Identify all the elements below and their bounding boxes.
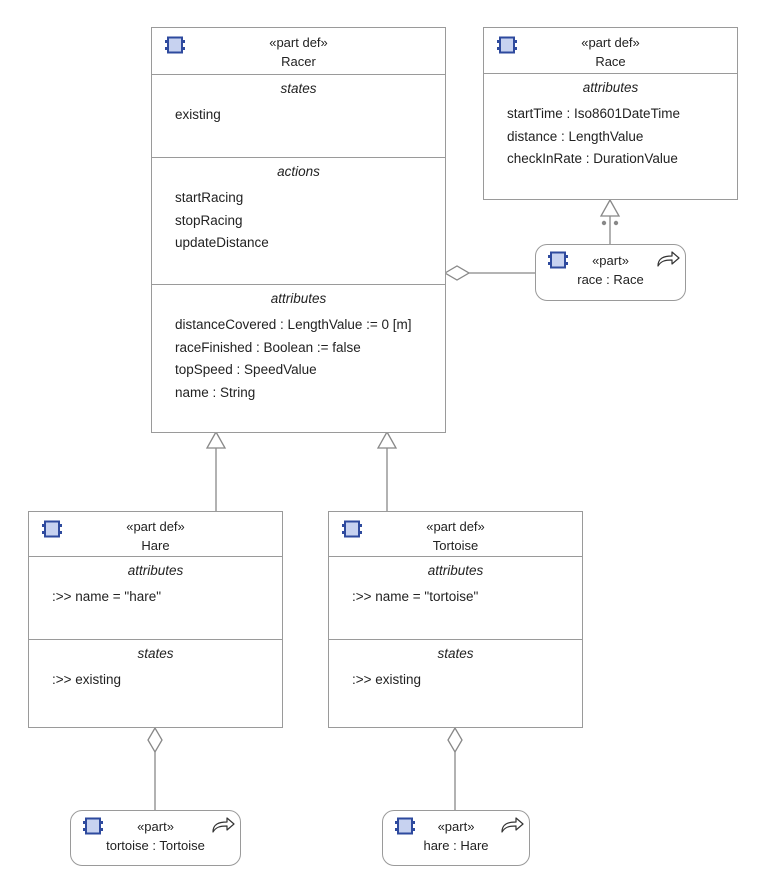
hare-generalization-arrow [205, 430, 227, 449]
attribute-item[interactable]: name : String [175, 384, 256, 400]
hare-part-def[interactable]: «part def» Hare attributes :>> name = "h… [28, 511, 283, 728]
tortoise-name: Tortoise [432, 538, 479, 553]
action-item[interactable]: stopRacing [175, 212, 243, 228]
tortoise-part-name: tortoise : Tortoise [106, 838, 205, 853]
action-item[interactable]: updateDistance [175, 235, 269, 250]
part-icon [547, 251, 569, 269]
attribute-item[interactable]: topSpeed : SpeedValue [175, 362, 317, 377]
attribute-item[interactable]: :>> name = "hare" [52, 589, 162, 604]
part-def-icon [496, 36, 518, 54]
section-title: attributes [582, 80, 639, 95]
hare-attributes-section: attributes :>> name = "hare" [29, 556, 282, 639]
part-def-icon [164, 36, 186, 54]
racer-stereotype: «part def» [269, 35, 328, 50]
racer-part-def[interactable]: «part def» Racer states existing actions… [151, 27, 446, 433]
tortoise-states-section: states :>> existing [329, 639, 582, 727]
race-name: Race [595, 54, 626, 69]
race-definition-arrow [599, 198, 621, 217]
race-part-def[interactable]: «part def» Race attributes startTime : I… [483, 27, 738, 200]
hare-states-section: states :>> existing [29, 639, 282, 727]
section-title: attributes [427, 563, 484, 578]
state-item[interactable]: existing [175, 107, 221, 122]
hare-part-name: hare : Hare [423, 838, 489, 853]
hare-name: Hare [141, 538, 170, 553]
tortoise-header: «part def» Tortoise [329, 512, 582, 556]
racer-states-section: states existing [152, 74, 445, 157]
race-part-stereotype: «part» [592, 253, 629, 268]
section-title: states [437, 646, 474, 661]
section-title: attributes [127, 563, 184, 578]
section-title: actions [277, 164, 320, 179]
hare-part-header: «part» hare : Hare [383, 811, 529, 855]
state-item[interactable]: :>> existing [52, 672, 122, 687]
part-def-icon [341, 520, 363, 538]
reference-arrow-icon [500, 817, 524, 833]
attribute-item[interactable]: distance : LengthValue [507, 128, 644, 144]
racer-actions-section: actions startRacing stopRacing updateDis… [152, 157, 445, 284]
action-item[interactable]: startRacing [175, 190, 244, 205]
race-attributes-section: attributes startTime : Iso8601DateTime d… [484, 73, 737, 199]
reference-arrow-icon [211, 817, 235, 833]
racer-attributes-section: attributes distanceCovered : LengthValue… [152, 284, 445, 432]
tortoise-composition-diamond [447, 726, 463, 754]
attribute-item[interactable]: checkInRate : DurationValue [507, 151, 678, 166]
race-part-name: race : Race [577, 272, 644, 287]
race-header: «part def» Race [484, 28, 737, 73]
definition-dot-left [601, 220, 607, 226]
section-title: states [280, 81, 317, 96]
race-part-usage[interactable]: «part» race : Race [535, 244, 686, 301]
hare-part-stereotype: «part» [437, 819, 475, 834]
racer-name: Racer [281, 54, 316, 69]
tortoise-part-usage[interactable]: «part» tortoise : Tortoise [70, 810, 241, 866]
hare-stereotype: «part def» [126, 519, 185, 534]
racer-header: «part def» Racer [152, 28, 445, 74]
tortoise-part-stereotype: «part» [137, 819, 174, 834]
reference-arrow-icon [656, 251, 680, 267]
attribute-item[interactable]: raceFinished : Boolean := false [175, 339, 361, 355]
part-icon [82, 817, 104, 835]
attribute-item[interactable]: :>> name = "tortoise" [352, 589, 479, 604]
race-stereotype: «part def» [581, 35, 640, 50]
tortoise-stereotype: «part def» [426, 519, 485, 534]
tortoise-generalization-arrow [376, 430, 398, 449]
state-item[interactable]: :>> existing [352, 672, 422, 687]
hare-composition-diamond [147, 726, 163, 754]
race-part-header: «part» race : Race [536, 245, 685, 289]
attribute-item[interactable]: distanceCovered : LengthValue := 0 [m] [175, 317, 412, 332]
section-title: attributes [270, 291, 327, 306]
tortoise-part-def[interactable]: «part def» Tortoise attributes :>> name … [328, 511, 583, 728]
tortoise-part-header: «part» tortoise : Tortoise [71, 811, 240, 855]
racer-composition-diamond [443, 265, 471, 281]
definition-dot-right [613, 220, 619, 226]
attribute-item[interactable]: startTime : Iso8601DateTime [507, 106, 681, 121]
section-title: states [137, 646, 174, 661]
tortoise-attributes-section: attributes :>> name = "tortoise" [329, 556, 582, 639]
hare-part-usage[interactable]: «part» hare : Hare [382, 810, 530, 866]
part-def-icon [41, 520, 63, 538]
part-icon [394, 817, 416, 835]
hare-header: «part def» Hare [29, 512, 282, 556]
